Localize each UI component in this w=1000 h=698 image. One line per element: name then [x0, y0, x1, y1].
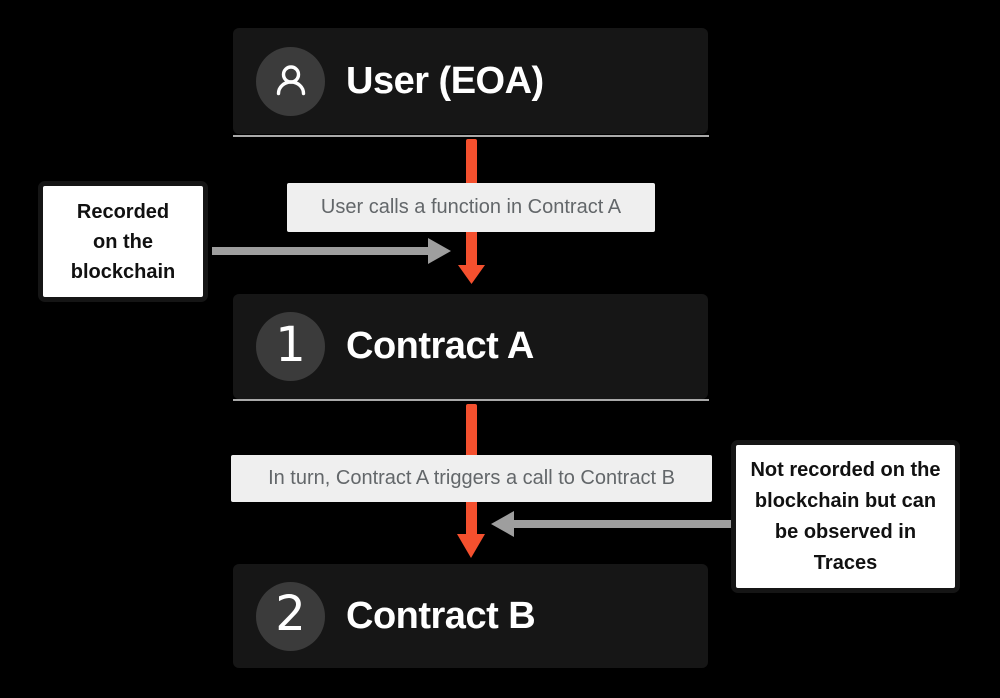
annotation-arrow-recorded-icon — [212, 238, 451, 264]
step-2-badge: 2 — [256, 581, 325, 651]
step-number: 1 — [275, 316, 306, 373]
annotation-line: blockchain but can — [754, 489, 937, 512]
annotation-line: blockchain — [70, 260, 176, 283]
annotation-line: Not recorded on the — [750, 458, 941, 481]
node-contract-a: 1 Contract A — [233, 294, 708, 399]
user-icon — [276, 65, 305, 96]
node-label-contract-b: Contract B — [346, 594, 536, 637]
annotation-line: Recorded — [76, 200, 170, 223]
edge-label-contract-a-triggers-contract-b: In turn, Contract A triggers a call to C… — [231, 455, 712, 502]
node-label-user: User (EOA) — [346, 59, 544, 102]
step-number: 2 — [275, 586, 306, 642]
annotation-line: on the — [93, 230, 153, 253]
annotation-arrow-not-recorded-icon — [491, 511, 736, 537]
annotation-recorded-on-blockchain: Recorded on the blockchain — [38, 181, 208, 302]
edge-label-user-calls-contract-a: User calls a function in Contract A — [287, 183, 655, 232]
divider-under-user — [233, 135, 709, 137]
node-contract-b: 2 Contract B — [233, 564, 708, 668]
node-user-eoa: User (EOA) — [233, 28, 708, 134]
annotation-line: Traces — [813, 551, 878, 574]
annotation-line: be observed in — [774, 520, 917, 543]
divider-under-contract-a — [233, 399, 709, 401]
step-1-badge: 1 — [256, 312, 325, 381]
user-avatar-badge — [256, 46, 325, 116]
annotation-not-recorded-traces: Not recorded on the blockchain but can b… — [731, 440, 960, 593]
node-label-contract-a: Contract A — [346, 325, 534, 367]
